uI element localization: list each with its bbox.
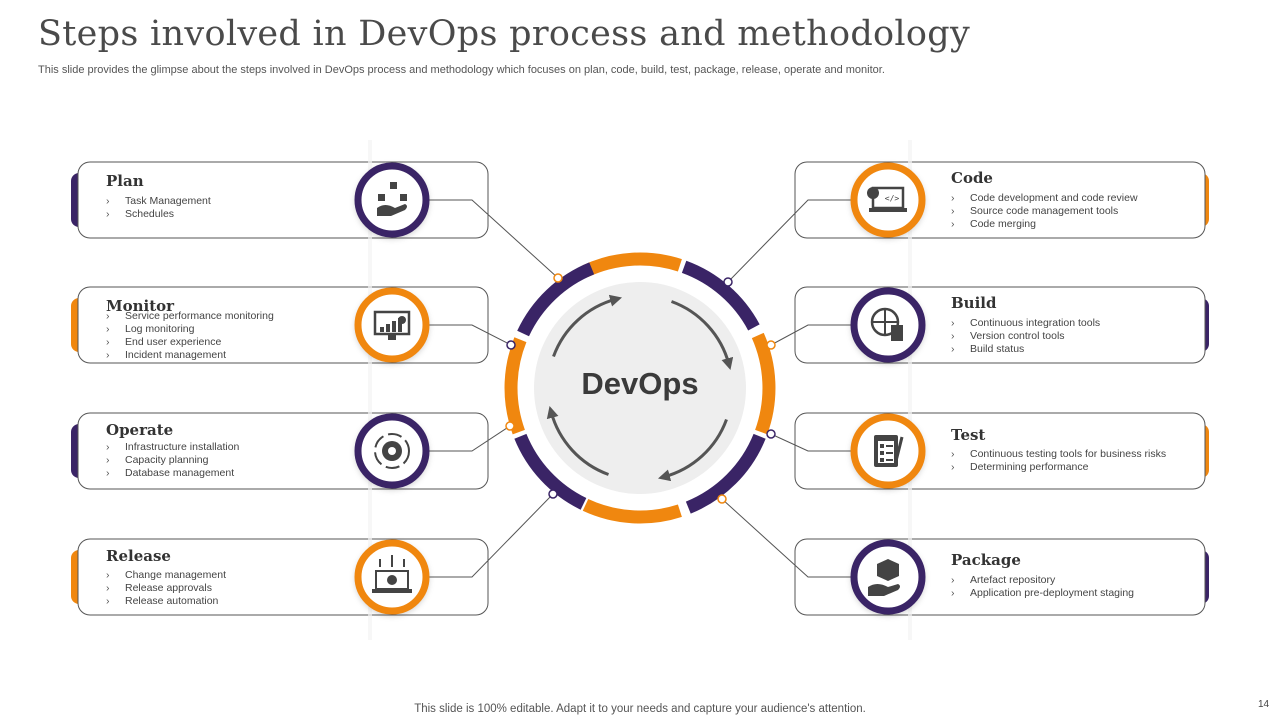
ring-segment	[582, 498, 682, 524]
ring-segment	[514, 433, 587, 510]
step-card-plan: Plan ›Task Management ›Schedules	[78, 162, 488, 238]
step-title-operate: Operate	[106, 421, 174, 439]
step-card-code: Code ›Code development and code review ›…	[795, 162, 1205, 238]
list-item: ›Source code management tools	[951, 205, 1119, 217]
list-item: ›Code merging	[951, 218, 1036, 230]
list-item: ›Application pre-deployment staging	[951, 587, 1135, 599]
list-item: ›Release automation	[106, 595, 219, 607]
step-list-code: ›Code development and code review ›Sourc…	[951, 192, 1138, 231]
step-title-code: Code	[951, 169, 993, 187]
list-item: ›Build status	[951, 343, 1025, 355]
step-title-package: Package	[951, 551, 1021, 569]
step-list-build: ›Continuous integration tools ›Version c…	[951, 317, 1100, 356]
list-item: ›Capacity planning	[106, 454, 209, 466]
list-item: ›Continuous integration tools	[951, 317, 1101, 329]
page-title: Steps involved in DevOps process and met…	[38, 14, 971, 54]
list-item: ›Continuous testing tools for business r…	[951, 448, 1167, 460]
ring-segment	[685, 433, 766, 514]
step-card-release: Release ›Change management ›Release appr…	[78, 539, 488, 615]
connector-dot	[553, 273, 563, 283]
list-item: ›Log monitoring	[106, 323, 195, 335]
list-item: ›Incident management	[106, 349, 226, 361]
ring-segment	[681, 260, 760, 331]
step-title-build: Build	[951, 294, 997, 312]
step-list-package: ›Artefact repository ›Application pre-de…	[951, 574, 1134, 600]
step-title-release: Release	[106, 547, 171, 565]
connector-dot	[723, 277, 733, 287]
step-list-monitor: ›Service performance monitoring ›Log mon…	[106, 310, 274, 362]
cycle-arrow	[670, 300, 734, 370]
connector-dot	[766, 429, 776, 439]
cycle-arrow	[658, 418, 728, 482]
list-item: ›Release approvals	[106, 582, 212, 594]
list-item: ›Code development and code review	[951, 192, 1138, 204]
ring-segment	[504, 337, 527, 435]
step-list-plan: ›Task Management ›Schedules	[106, 195, 211, 221]
list-item: ›Version control tools	[951, 330, 1065, 342]
step-card-package: Package ›Artefact repository ›Applicatio…	[795, 539, 1205, 615]
page-subtitle: This slide provides the glimpse about th…	[38, 64, 885, 76]
step-list-test: ›Continuous testing tools for business r…	[951, 448, 1166, 474]
list-item: ›Service performance monitoring	[106, 310, 274, 322]
connector-dot	[505, 421, 515, 431]
ring-segment	[517, 262, 595, 337]
step-list-operate: ›Infrastructure installation ›Capacity p…	[106, 441, 239, 480]
list-item: ›Database management	[106, 467, 235, 479]
step-title-test: Test	[951, 426, 986, 444]
footer-note: This slide is 100% editable. Adapt it to…	[414, 703, 866, 715]
cycle-arrow	[552, 294, 622, 358]
list-item: ›Change management	[106, 569, 226, 581]
list-item: ›Artefact repository	[951, 574, 1056, 586]
ring-segment	[582, 252, 682, 278]
step-list-release: ›Change management ›Release approvals ›R…	[106, 569, 226, 608]
center-label-devops: DevOps	[581, 366, 699, 401]
list-item: ›Schedules	[106, 208, 175, 220]
connector-dot	[548, 489, 558, 499]
step-card-test: Test ›Continuous testing tools for busin…	[795, 413, 1205, 489]
connector-dot	[506, 340, 516, 350]
list-item: ›Task Management	[106, 195, 211, 207]
connector-dot	[717, 494, 727, 504]
list-item: ›Determining performance	[951, 461, 1089, 473]
step-card-build: Build ›Continuous integration tools ›Ver…	[795, 287, 1205, 363]
step-title-plan: Plan	[106, 172, 144, 190]
list-item: ›Infrastructure installation	[106, 441, 240, 453]
step-card-monitor: Monitor ›Service performance monitoring …	[78, 287, 488, 363]
page-number: 14	[1258, 699, 1270, 710]
ring-segment	[751, 332, 776, 435]
connector-dot	[766, 340, 776, 350]
step-card-operate: Operate ›Infrastructure installation ›Ca…	[78, 413, 488, 489]
list-item: ›End user experience	[106, 336, 222, 348]
cycle-arrow	[546, 406, 610, 476]
